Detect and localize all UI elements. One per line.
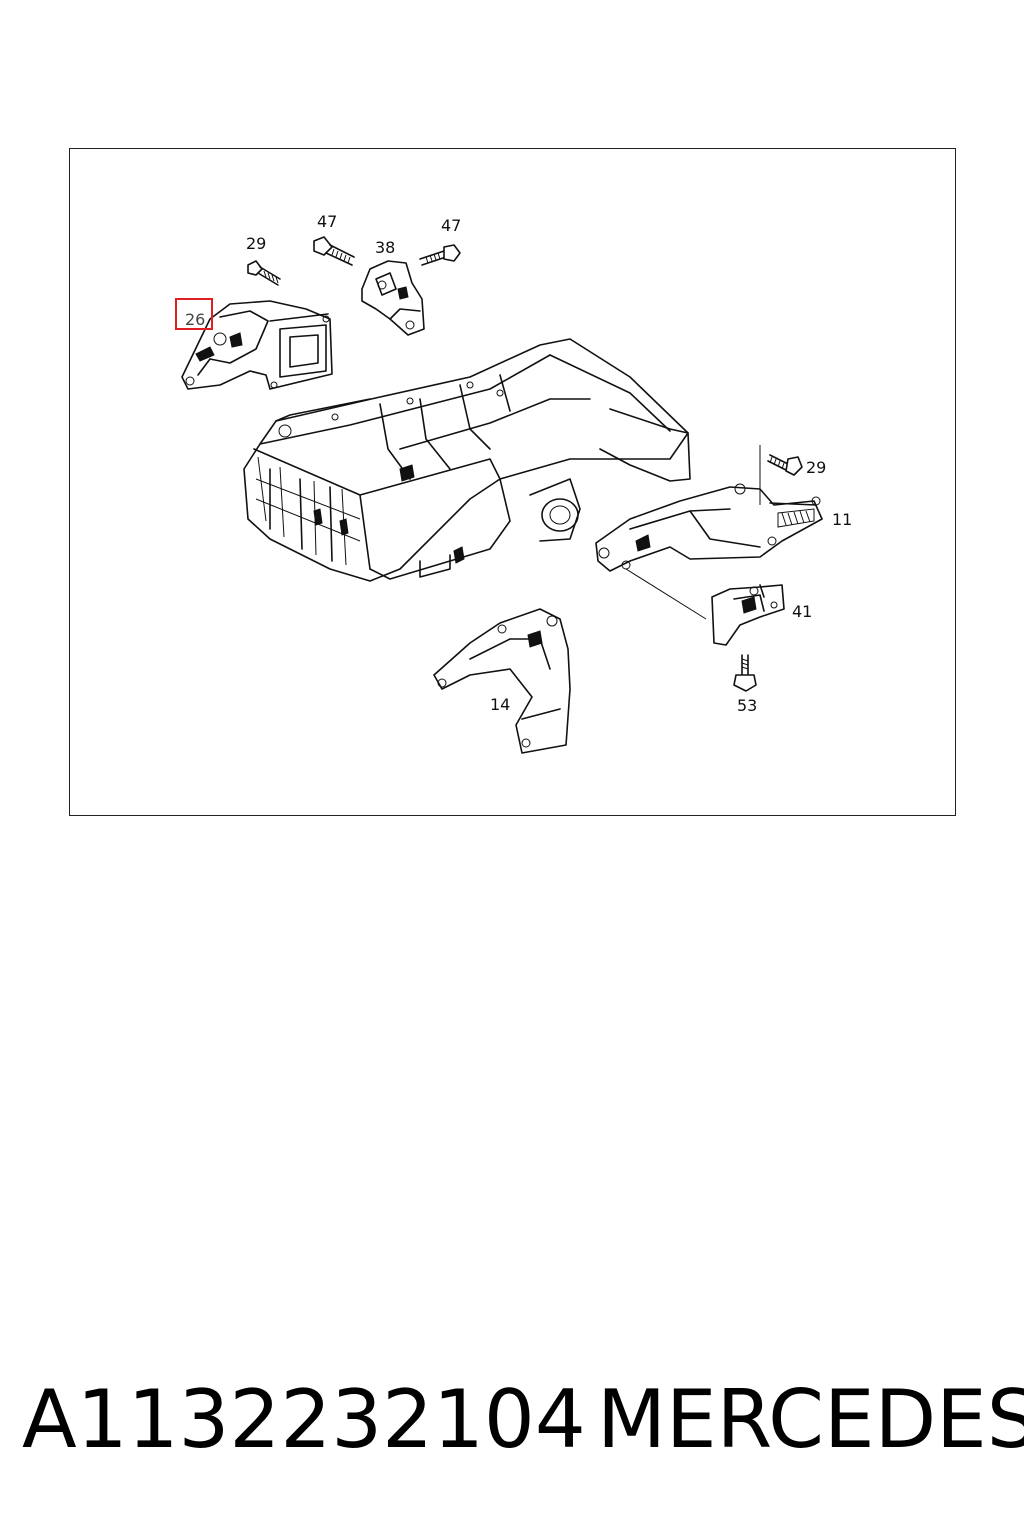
- footer-caption: A1132232104 MERCEDES: [22, 1370, 1024, 1470]
- part-47-bolt-left[interactable]: [313, 236, 355, 266]
- exploded-view-drawing: 26 29 47 38: [175, 212, 852, 754]
- part-47-bolt-right[interactable]: [419, 244, 461, 266]
- engine-subframe-assembly: [243, 338, 691, 582]
- callout-38[interactable]: 38: [375, 238, 395, 257]
- part-29-bolt-right[interactable]: [767, 454, 803, 476]
- part-number: A1132232104: [22, 1373, 586, 1466]
- part-26-engine-mount-bracket[interactable]: [181, 300, 333, 390]
- part-14-bracket[interactable]: [433, 608, 571, 754]
- callout-47-left[interactable]: 47: [317, 212, 337, 231]
- callout-29-right[interactable]: 29: [806, 458, 826, 477]
- brand-name: MERCEDES: [597, 1373, 1024, 1466]
- callout-41[interactable]: 41: [792, 602, 812, 621]
- part-29-bolt-top[interactable]: [247, 260, 281, 286]
- callout-11[interactable]: 11: [832, 510, 852, 529]
- part-11-engine-mount[interactable]: [595, 483, 823, 572]
- callout-47-right[interactable]: 47: [441, 216, 461, 235]
- callout-53[interactable]: 53: [737, 696, 757, 715]
- leader-41: [625, 568, 707, 620]
- callout-29-top[interactable]: 29: [246, 234, 266, 253]
- parts-diagram: 26 29 47 38: [69, 148, 956, 816]
- part-38-bracket[interactable]: [361, 260, 425, 336]
- callout-14[interactable]: 14: [490, 695, 510, 714]
- callout-26[interactable]: 26: [185, 310, 205, 329]
- part-53-bolt[interactable]: [733, 654, 757, 692]
- selected-part-highlight: [175, 298, 213, 330]
- part-41-bracket[interactable]: [711, 584, 785, 646]
